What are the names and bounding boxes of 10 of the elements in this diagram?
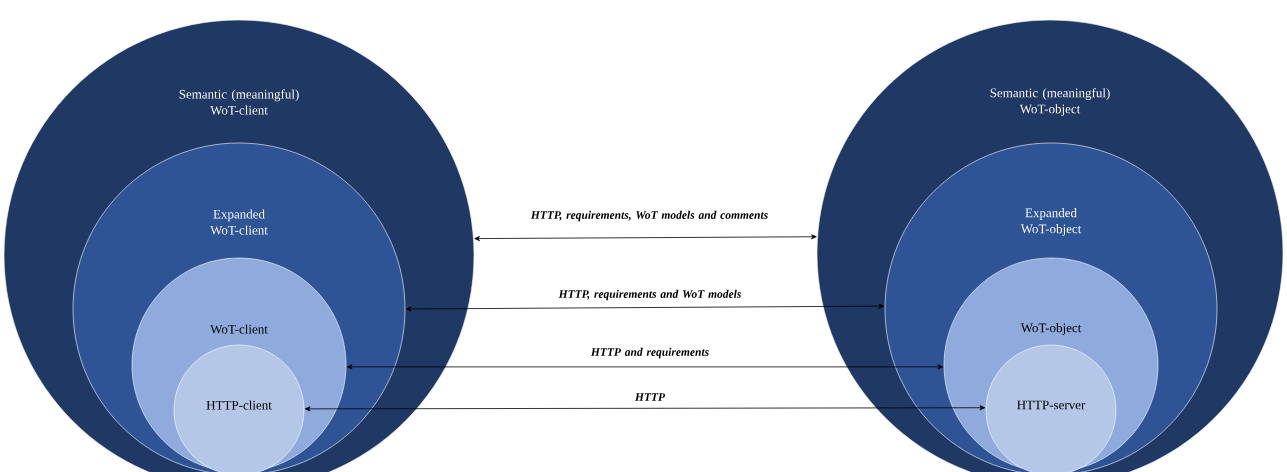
edge-label: HTTP and requirements [590, 347, 709, 359]
double-arrow [474, 234, 817, 242]
edge-label: HTTP, requirements and WoT models [558, 289, 741, 301]
circle-node: HTTP-client [173, 344, 305, 472]
edge-label: HTTP [634, 393, 666, 401]
double-arrow [405, 303, 885, 312]
edge-label: HTTP, requirements, WoT models and comments [530, 210, 768, 222]
circle-node: HTTP-server [985, 344, 1117, 472]
double-arrow [304, 405, 986, 412]
double-arrow [346, 364, 944, 370]
